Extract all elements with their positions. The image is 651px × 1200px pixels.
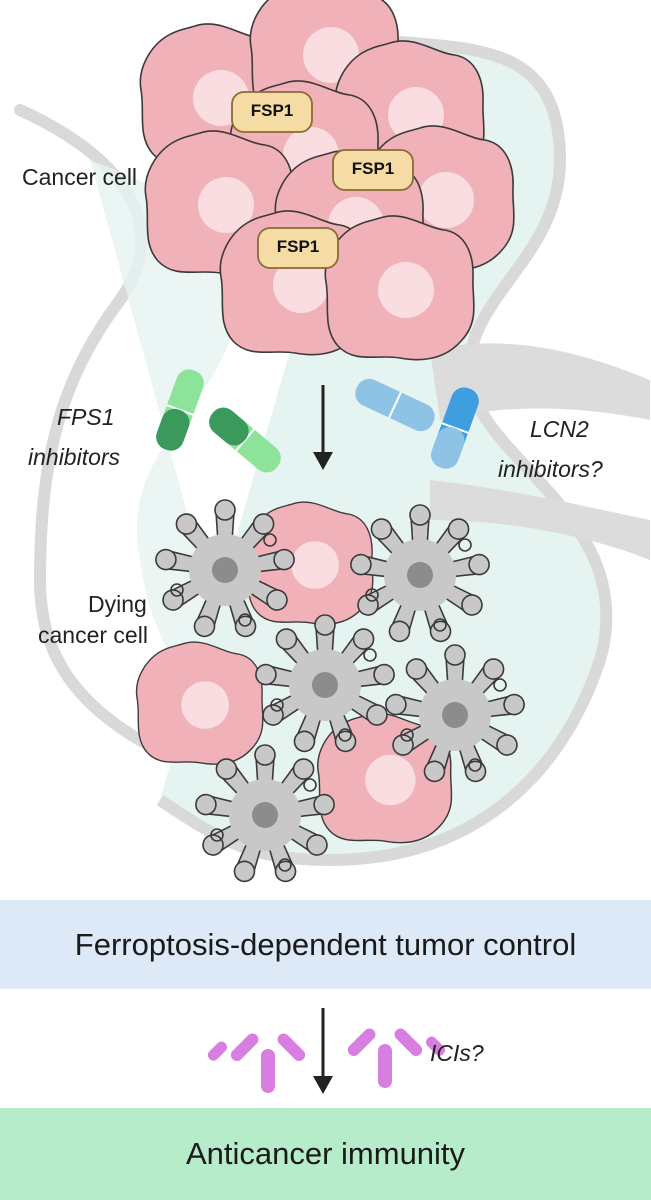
antibody-icon <box>205 1030 308 1093</box>
dying-cancer-cell-label-line1: Dying <box>88 591 147 617</box>
fsp1-label: FSP1 <box>250 101 294 120</box>
lcn2-inhibitor-pills <box>350 373 484 474</box>
immunity-banner-text: Anticancer immunity <box>185 1136 466 1171</box>
fsp1-label: FSP1 <box>351 159 395 178</box>
fsp1-badges <box>231 91 414 269</box>
down-arrow-icon <box>313 1008 333 1094</box>
immunity-banner: Anticancer immunity <box>0 1108 651 1200</box>
dying-cancer-cell-label-line2: cancer cell <box>38 622 148 648</box>
fps1-inhibitor-pills <box>151 364 288 479</box>
cancer-cell-label: Cancer cell <box>22 164 138 190</box>
lcn2-inhibitors-label-line2: inhibitors? <box>498 456 603 482</box>
fsp1-label: FSP1 <box>276 237 320 256</box>
fps1-inhibitors-label-line2: inhibitors <box>28 444 121 470</box>
fsp1-badge <box>332 149 414 191</box>
fps1-inhibitors-label-line1: FPS1 <box>57 404 115 430</box>
ferroptosis-banner-text: Ferroptosis-dependent tumor control <box>74 926 577 962</box>
fsp1-badge <box>257 227 339 269</box>
lcn2-inhibitors-label-line1: LCN2 <box>530 416 589 442</box>
icis-label: ICIs? <box>430 1040 484 1066</box>
down-arrow-icon <box>313 385 333 470</box>
fsp1-badge <box>231 91 313 133</box>
ferroptosis-banner: Ferroptosis-dependent tumor control <box>0 900 651 989</box>
